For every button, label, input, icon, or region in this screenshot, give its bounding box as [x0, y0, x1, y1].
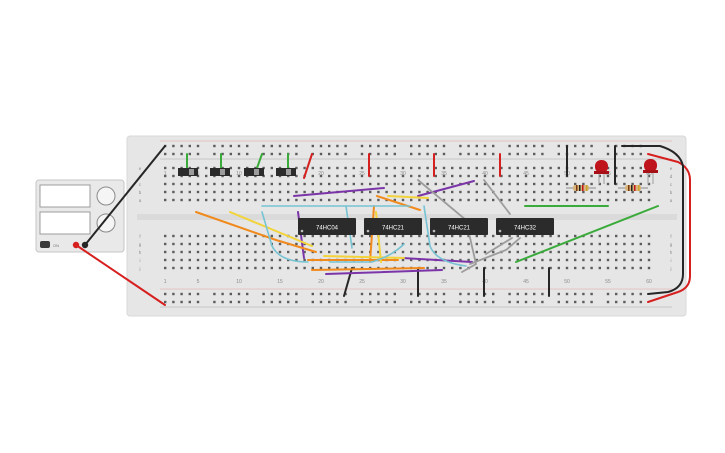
- column-number: 25: [359, 171, 365, 177]
- voltage-knob[interactable]: [96, 186, 116, 206]
- wire-red[interactable]: [75, 244, 166, 306]
- column-number: 40: [482, 171, 488, 177]
- row-letter: h: [139, 250, 142, 255]
- slide-switch[interactable]: [276, 168, 296, 176]
- current-display: [39, 211, 91, 235]
- power-rail-lines: [160, 140, 672, 308]
- row-letter: f: [670, 234, 672, 239]
- chip-label: 74HC21: [382, 226, 405, 232]
- leds: [594, 159, 658, 184]
- power-switch[interactable]: [40, 241, 50, 248]
- column-number: 35: [441, 279, 447, 285]
- column-number: 25: [359, 279, 365, 285]
- wire-green[interactable]: [256, 153, 263, 169]
- wire-yellow[interactable]: [229, 211, 313, 247]
- wire-cyan[interactable]: [329, 243, 405, 263]
- row-letter: e: [139, 166, 142, 171]
- chip-label: 74HC21: [448, 226, 471, 232]
- power-supply[interactable]: ON: [35, 179, 125, 253]
- wire-black[interactable]: [621, 145, 684, 295]
- column-number: 50: [564, 279, 570, 285]
- wire-yellow[interactable]: [323, 255, 405, 259]
- resistor[interactable]: [618, 185, 648, 191]
- row-letter: e: [670, 166, 673, 171]
- wire-red[interactable]: [303, 153, 313, 179]
- column-number: 10: [236, 171, 242, 177]
- wire-black[interactable]: [84, 145, 166, 246]
- row-letter: g: [139, 242, 142, 247]
- wire-purple[interactable]: [293, 187, 385, 197]
- column-number: 20: [318, 171, 324, 177]
- wire-gray[interactable]: [483, 179, 511, 215]
- wire-gray[interactable]: [469, 237, 521, 265]
- column-number: 45: [523, 279, 529, 285]
- wire-orange[interactable]: [311, 267, 425, 271]
- column-number: 30: [400, 171, 406, 177]
- column-number: 15: [277, 279, 283, 285]
- column-number: 40: [482, 279, 488, 285]
- column-number: 5: [197, 171, 200, 177]
- wire-cyan[interactable]: [261, 211, 309, 263]
- wire-yellow[interactable]: [387, 195, 429, 199]
- row-letter: j: [139, 266, 141, 271]
- row-letter: d: [670, 174, 673, 179]
- column-number: 20: [318, 279, 324, 285]
- slide-switch[interactable]: [244, 168, 264, 176]
- wire-purple[interactable]: [325, 269, 443, 275]
- wire-orange[interactable]: [195, 211, 317, 253]
- column-number: 1: [164, 171, 167, 177]
- slide-switches: [178, 168, 296, 176]
- wire-gray[interactable]: [485, 237, 513, 255]
- row-letter: g: [670, 242, 673, 247]
- row-letter: i: [671, 258, 672, 263]
- column-number: 5: [197, 279, 200, 285]
- wires: [75, 145, 691, 306]
- wire-green[interactable]: [515, 205, 659, 263]
- row-letter: j: [670, 266, 672, 271]
- resistor[interactable]: [566, 185, 596, 191]
- wire-gray[interactable]: [417, 179, 478, 273]
- wire-purple[interactable]: [417, 180, 475, 197]
- slide-switch[interactable]: [178, 168, 198, 176]
- row-letter: f: [139, 234, 141, 239]
- wire-purple[interactable]: [401, 257, 473, 263]
- row-letter: b: [139, 190, 142, 195]
- column-number: 35: [441, 171, 447, 177]
- column-number: 60: [646, 279, 652, 285]
- row-letter: h: [670, 250, 673, 255]
- chip-label: 74HC04: [316, 226, 339, 232]
- chip-74hc21-a[interactable]: 74HC21: [364, 218, 422, 235]
- column-number: 10: [236, 279, 242, 285]
- red-led[interactable]: [594, 160, 609, 184]
- chip-label: 74HC32: [514, 226, 537, 232]
- chip-74hc21-b[interactable]: 74HC21: [430, 218, 488, 235]
- row-letter: c: [670, 182, 673, 187]
- wire-orange[interactable]: [376, 195, 421, 211]
- column-number: 30: [400, 279, 406, 285]
- voltage-display: [39, 184, 91, 208]
- row-letter: a: [139, 198, 142, 203]
- row-letter: a: [670, 198, 673, 203]
- resistors: [566, 185, 648, 191]
- wire-cyan[interactable]: [423, 205, 467, 267]
- row-letter: b: [670, 190, 673, 195]
- current-knob[interactable]: [96, 213, 116, 233]
- row-letter: i: [140, 258, 141, 263]
- column-number: 45: [523, 171, 529, 177]
- column-number: 1: [164, 279, 167, 285]
- chip-74hc04[interactable]: 74HC04: [298, 218, 356, 235]
- power-switch-label: ON: [53, 243, 59, 248]
- row-letter: c: [139, 182, 142, 187]
- chip-74hc32[interactable]: 74HC32: [496, 218, 554, 235]
- column-number: 55: [605, 279, 611, 285]
- column-number: 60: [646, 171, 652, 177]
- slide-switch[interactable]: [210, 168, 230, 176]
- red-led[interactable]: [643, 159, 658, 184]
